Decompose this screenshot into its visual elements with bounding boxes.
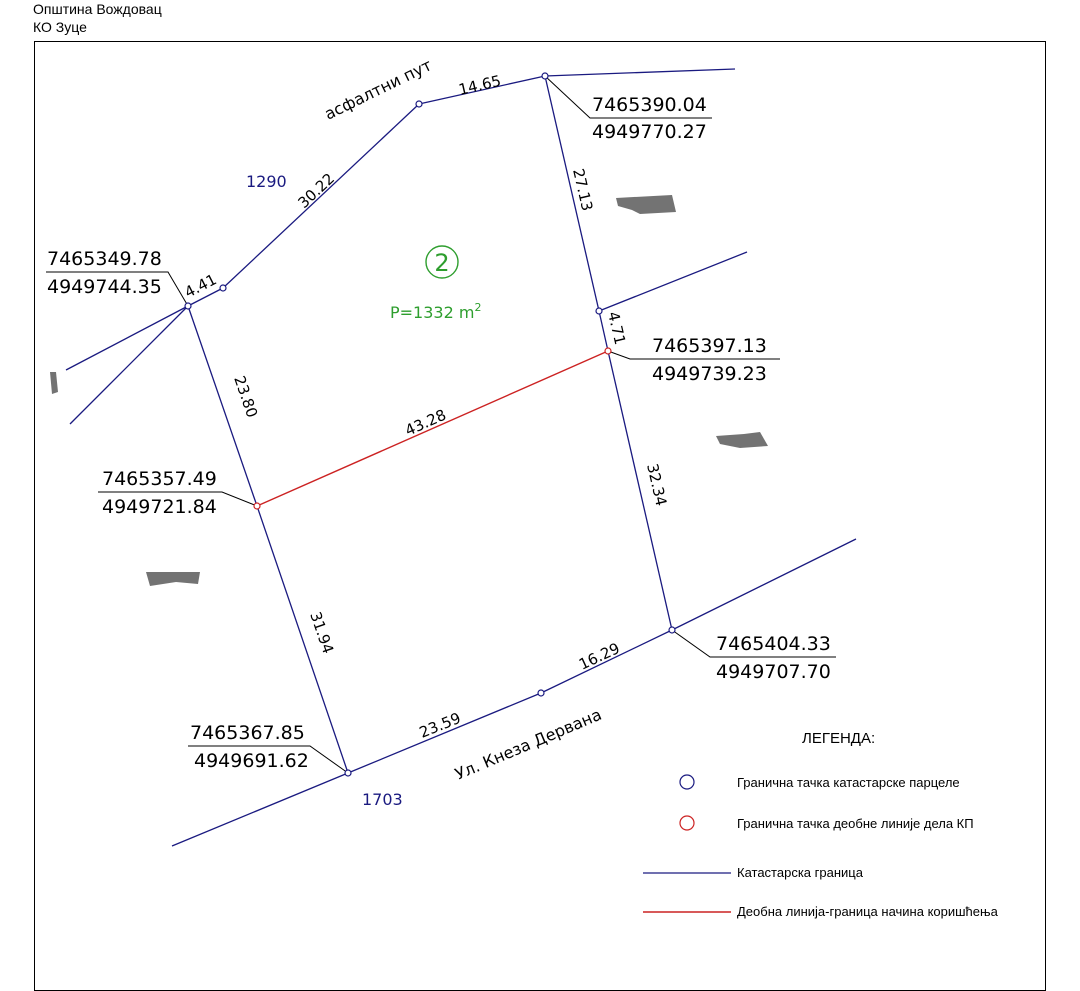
point-nw-a — [219, 284, 227, 292]
legend: ЛЕГЕНДА: Гранична тачка катастарске парц… — [643, 730, 999, 919]
point-n — [415, 100, 423, 108]
leader-e-div — [607, 350, 780, 360]
point-sw — [344, 769, 352, 777]
parcel-area-sup: 2 — [474, 301, 481, 314]
parcel-area: P=1332 m2 — [390, 301, 481, 322]
boundary-west-ext-1 — [65, 305, 189, 371]
boundary-west-ext-2 — [69, 305, 189, 425]
coord-sw-y: 7465367.85 — [190, 722, 305, 744]
coord-ne-y: 7465390.04 — [592, 94, 707, 116]
legend-item-3: Катастарска граница — [737, 865, 864, 880]
dist-north-top: 14.65 — [457, 72, 503, 99]
coord-e-div-y: 7465397.13 — [652, 335, 767, 357]
point-se — [668, 626, 676, 634]
coord-se-x: 4949707.70 — [716, 661, 831, 683]
parcel-number-circle — [425, 245, 459, 279]
boundary-east-ext — [598, 251, 748, 312]
smudge-3 — [146, 572, 200, 586]
point-w-div — [253, 502, 261, 510]
boundary-north-ext — [544, 68, 736, 77]
boundary-north-diag — [222, 103, 420, 289]
point-e — [595, 307, 603, 315]
dist-nw-short: 4.41 — [182, 270, 220, 301]
coord-sw-x: 4949691.62 — [194, 750, 309, 772]
division-line — [256, 350, 609, 507]
dist-division: 43.28 — [402, 406, 449, 440]
smudge-1 — [616, 195, 676, 214]
dist-west-top: 23.80 — [230, 373, 261, 419]
dist-east-mid: 4.71 — [604, 310, 629, 347]
coord-e-div-x: 4949739.23 — [652, 363, 767, 385]
street-south: Ул. Кнеза Дервана — [452, 705, 604, 784]
leader-sw — [188, 745, 349, 774]
boundary-west-top — [187, 305, 258, 507]
parcel-number: 2 — [434, 249, 449, 277]
boundary-east-top — [544, 75, 600, 312]
boundary-west-low — [256, 505, 349, 774]
parcel-number-north: 1290 — [246, 172, 287, 191]
dist-east-top: 27.13 — [569, 167, 596, 213]
coord-se-y: 7465404.33 — [716, 633, 831, 655]
smudge-4 — [50, 372, 58, 394]
coord-w-div-x: 4949721.84 — [102, 496, 217, 518]
boundary-south-right — [540, 629, 673, 694]
coordinate-leaders — [46, 75, 836, 774]
boundary-east-mid — [598, 310, 609, 352]
scan-smudges — [50, 195, 768, 586]
leader-se — [671, 629, 836, 658]
point-s — [537, 689, 545, 697]
leader-nw — [46, 271, 189, 307]
coord-w-div-y: 7465357.49 — [102, 468, 217, 490]
boundary-east-low — [607, 350, 673, 631]
smudge-2 — [716, 432, 768, 448]
parcel-area-value: P=1332 m — [390, 303, 474, 322]
legend-item-1: Гранична тачка катастарске парцеле — [737, 775, 960, 790]
point-e-div — [604, 347, 612, 355]
coord-nw-y: 7465349.78 — [47, 248, 162, 270]
boundary-south-ext — [171, 772, 349, 847]
boundary-nw-short — [187, 287, 224, 307]
boundary-north-top — [418, 75, 546, 105]
dist-east-low: 32.34 — [643, 462, 670, 508]
leader-w-div — [98, 491, 258, 507]
leader-ne — [544, 75, 712, 119]
cadastral-municipality-label: КО Зуце — [33, 19, 87, 35]
parcel-number-south: 1703 — [362, 790, 403, 809]
dist-north-diag: 30.22 — [294, 169, 338, 211]
coord-nw-x: 4949744.35 — [47, 276, 162, 298]
legend-item-2: Гранична тачка деобне линије дела КП — [737, 816, 974, 831]
boundary-south-east-ext — [671, 538, 857, 631]
point-ne — [541, 72, 549, 80]
legend-cadastral-point-icon — [679, 774, 695, 790]
boundary-points — [184, 72, 676, 777]
legend-division-point-icon — [679, 815, 695, 831]
boundary-south-left — [347, 692, 542, 774]
street-north: асфалтни пут — [321, 55, 434, 123]
coord-ne-x: 4949770.27 — [592, 121, 707, 143]
dist-south-right: 16.29 — [576, 639, 623, 673]
dist-south-left: 23.59 — [417, 709, 464, 742]
legend-title: ЛЕГЕНДА: — [802, 730, 875, 747]
legend-item-4: Деобна линија-граница начина коришћења — [737, 904, 999, 919]
cadastral-lines — [65, 68, 857, 847]
dist-west-low: 31.94 — [306, 609, 337, 655]
municipality-label: Општина Вождовац — [33, 1, 162, 17]
point-nw — [184, 302, 192, 310]
